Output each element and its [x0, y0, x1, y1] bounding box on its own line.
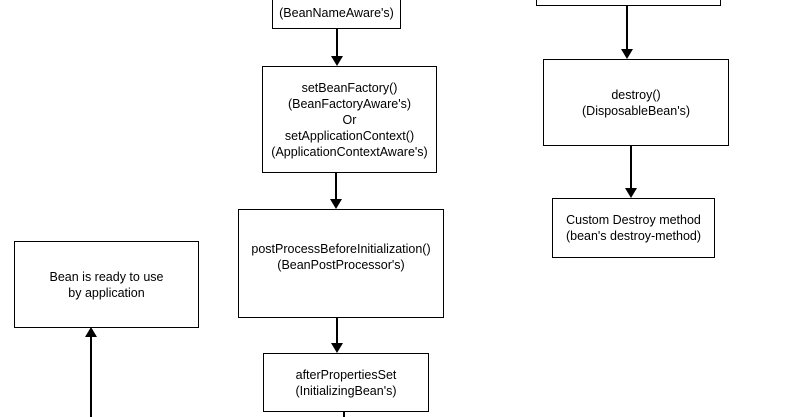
node-bean-name-aware: (BeanNameAware's) — [272, 0, 401, 29]
connector-destroy-to-customdestroy — [630, 146, 632, 189]
connector-beannameaware-to-setbeanfactory — [336, 29, 338, 57]
node-label-line: (BeanFactoryAware's) — [287, 96, 412, 111]
arrowhead-down-icon — [621, 49, 633, 59]
connector-setbeanfactory-to-postprocess — [335, 173, 337, 200]
node-label-line: afterPropertiesSet — [295, 367, 397, 382]
node-label-line: (bean's destroy-method) — [565, 229, 702, 243]
node-right-top-partial — [536, 0, 721, 6]
node-label-line: Or — [342, 112, 357, 127]
node-custom-destroy: Custom Destroy method (bean's destroy-me… — [552, 198, 715, 258]
arrowhead-down-icon — [330, 199, 342, 209]
node-set-bean-factory: setBeanFactory() (BeanFactoryAware's) Or… — [262, 66, 437, 173]
node-label-line: by application — [68, 285, 145, 300]
node-bean-ready: Bean is ready to use by application — [14, 241, 199, 328]
arrowhead-down-icon — [331, 56, 343, 66]
node-label-line: Bean is ready to use — [49, 269, 164, 284]
node-after-properties-set: afterPropertiesSet (InitializingBean's) — [263, 353, 429, 412]
node-label-line: (DisposableBean's) — [582, 103, 690, 118]
node-label-line: (BeanPostProcessor's) — [277, 257, 405, 272]
node-label-line: Custom Destroy method — [566, 213, 701, 227]
node-label-line: (ApplicationContextAware's) — [271, 144, 428, 159]
node-label-line: setApplicationContext() — [284, 128, 415, 143]
arrowhead-down-icon — [625, 188, 637, 198]
arrowhead-up-icon — [85, 327, 97, 337]
connector-righttop-to-destroy — [626, 6, 628, 50]
connector-postprocess-to-afterproperties — [336, 318, 338, 344]
connector-afterproperties-stub — [343, 412, 345, 417]
node-label-line: setBeanFactory() — [301, 80, 398, 95]
node-destroy: destroy() (DisposableBean's) — [543, 59, 729, 146]
node-post-process-before-initialization: postProcessBeforeInitialization() (BeanP… — [238, 209, 444, 318]
node-label-line: postProcessBeforeInitialization() — [251, 241, 431, 256]
node-label-line: (InitializingBean's) — [295, 383, 397, 398]
node-label-line: (BeanNameAware's) — [279, 6, 394, 20]
node-label-line: destroy() — [611, 87, 661, 102]
arrowhead-down-icon — [331, 343, 343, 353]
connector-to-bean-ready — [90, 336, 92, 417]
